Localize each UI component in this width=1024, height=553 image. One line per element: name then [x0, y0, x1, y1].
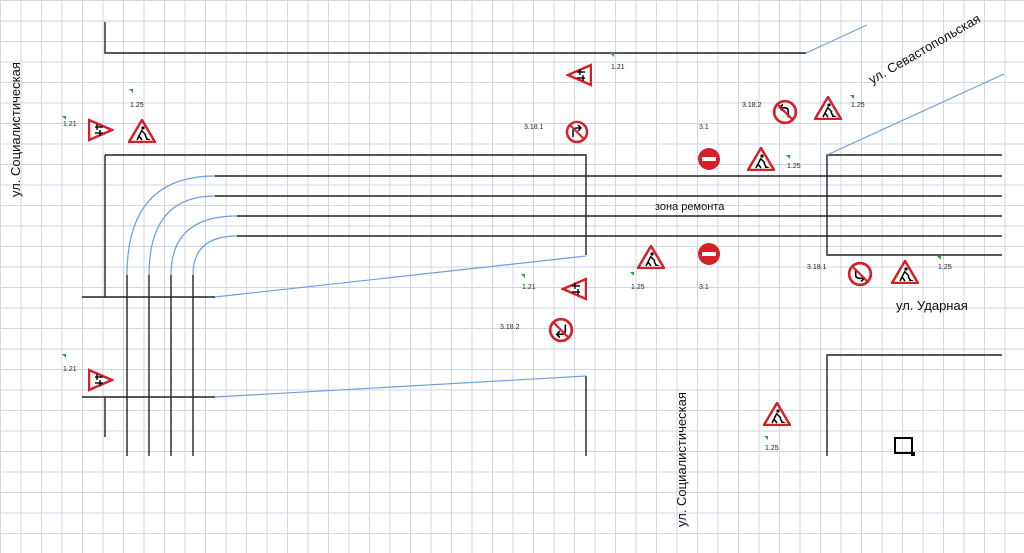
code-marker-icon — [630, 272, 634, 276]
sign-code: 1.21 — [63, 366, 77, 373]
code-marker-icon — [937, 256, 941, 260]
no-left-turn-sign-icon — [772, 99, 798, 125]
sign-code: 1.21 — [63, 121, 77, 128]
road-works-warning-sign-icon — [128, 119, 156, 143]
code-marker-icon — [850, 95, 854, 99]
code-marker-icon — [610, 53, 614, 57]
sign-code: 3.18.2 — [742, 102, 762, 109]
street-label-socialist-center: ул. Социалистическая — [674, 392, 689, 527]
sign-code: 1.25 — [130, 102, 144, 109]
two-way-traffic-warning-sign-icon — [88, 368, 114, 392]
no-right-turn-sign-icon — [847, 261, 873, 287]
street-label-udarnaya: ул. Ударная — [896, 298, 968, 313]
sign-code: 3.18.1 — [524, 124, 544, 131]
road-works-warning-sign-icon — [747, 147, 775, 171]
road-works-warning-sign-icon — [814, 96, 842, 120]
sign-code: 1.25 — [631, 284, 645, 291]
repair-zone-label: зона ремонта — [655, 201, 725, 213]
sign-code: 1.25 — [787, 163, 801, 170]
sign-code: 1.21 — [611, 64, 625, 71]
street-label-socialist-left: ул. Социалистическая — [8, 62, 23, 197]
selection-handle-icon[interactable] — [894, 437, 915, 456]
code-marker-icon — [786, 155, 790, 159]
sign-code: 3.1 — [699, 124, 709, 131]
sign-code: 3.18.1 — [807, 264, 827, 271]
sign-code: 3.1 — [699, 284, 709, 291]
code-marker-icon — [62, 116, 66, 120]
no-right-turn-sign-icon — [565, 120, 589, 144]
no-left-turn-sign-icon — [548, 317, 574, 343]
code-marker-icon — [62, 354, 66, 358]
no-entry-sign-icon — [698, 243, 720, 265]
road-works-warning-sign-icon — [637, 245, 665, 269]
no-entry-sign-icon — [698, 148, 720, 170]
code-marker-icon — [129, 89, 133, 93]
sign-code: 1.21 — [522, 284, 536, 291]
sign-code: 1.25 — [765, 445, 779, 452]
sign-code: 1.25 — [938, 264, 952, 271]
sign-code: 1.25 — [851, 102, 865, 109]
road-works-warning-sign-icon — [891, 260, 919, 284]
code-marker-icon — [521, 274, 525, 278]
code-marker-icon — [764, 436, 768, 440]
road-works-warning-sign-icon — [763, 402, 791, 426]
two-way-traffic-warning-sign-icon — [88, 118, 114, 142]
two-way-traffic-warning-sign-icon — [566, 63, 592, 87]
two-way-traffic-warning-sign-icon — [561, 277, 587, 301]
sign-code: 3.18.2 — [500, 324, 520, 331]
